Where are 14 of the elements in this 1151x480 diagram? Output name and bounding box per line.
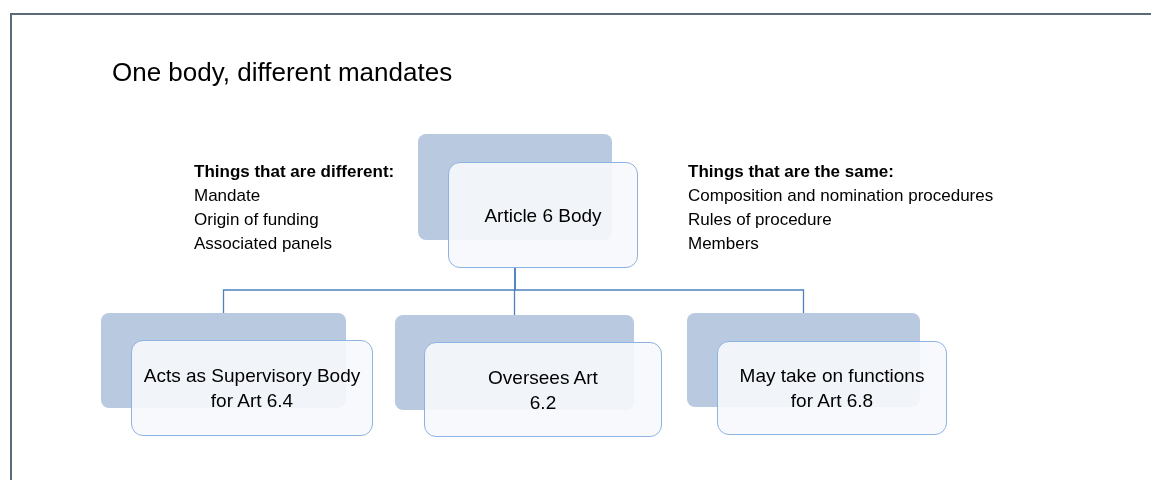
node-text: May take on functions for Art 6.8 bbox=[738, 364, 926, 413]
list-item: Mandate bbox=[194, 185, 262, 207]
list-heading: Things that are different: bbox=[194, 161, 395, 183]
list-item: Members bbox=[688, 233, 760, 255]
node-text: Article 6 Body bbox=[484, 203, 602, 228]
connector-line bbox=[514, 267, 805, 314]
list-item: Composition and nomination procedures bbox=[688, 185, 994, 207]
node-text: Oversees Art 6.2 bbox=[488, 365, 598, 415]
title: One body, different mandates bbox=[112, 56, 453, 89]
list-item: Associated panels bbox=[194, 233, 333, 255]
list-item: Rules of procedure bbox=[688, 209, 833, 231]
list-item: Origin of funding bbox=[194, 209, 320, 231]
node-text: Acts as Supervisory Body for Art 6.4 bbox=[142, 364, 362, 413]
list-heading: Things that are the same: bbox=[688, 161, 895, 183]
